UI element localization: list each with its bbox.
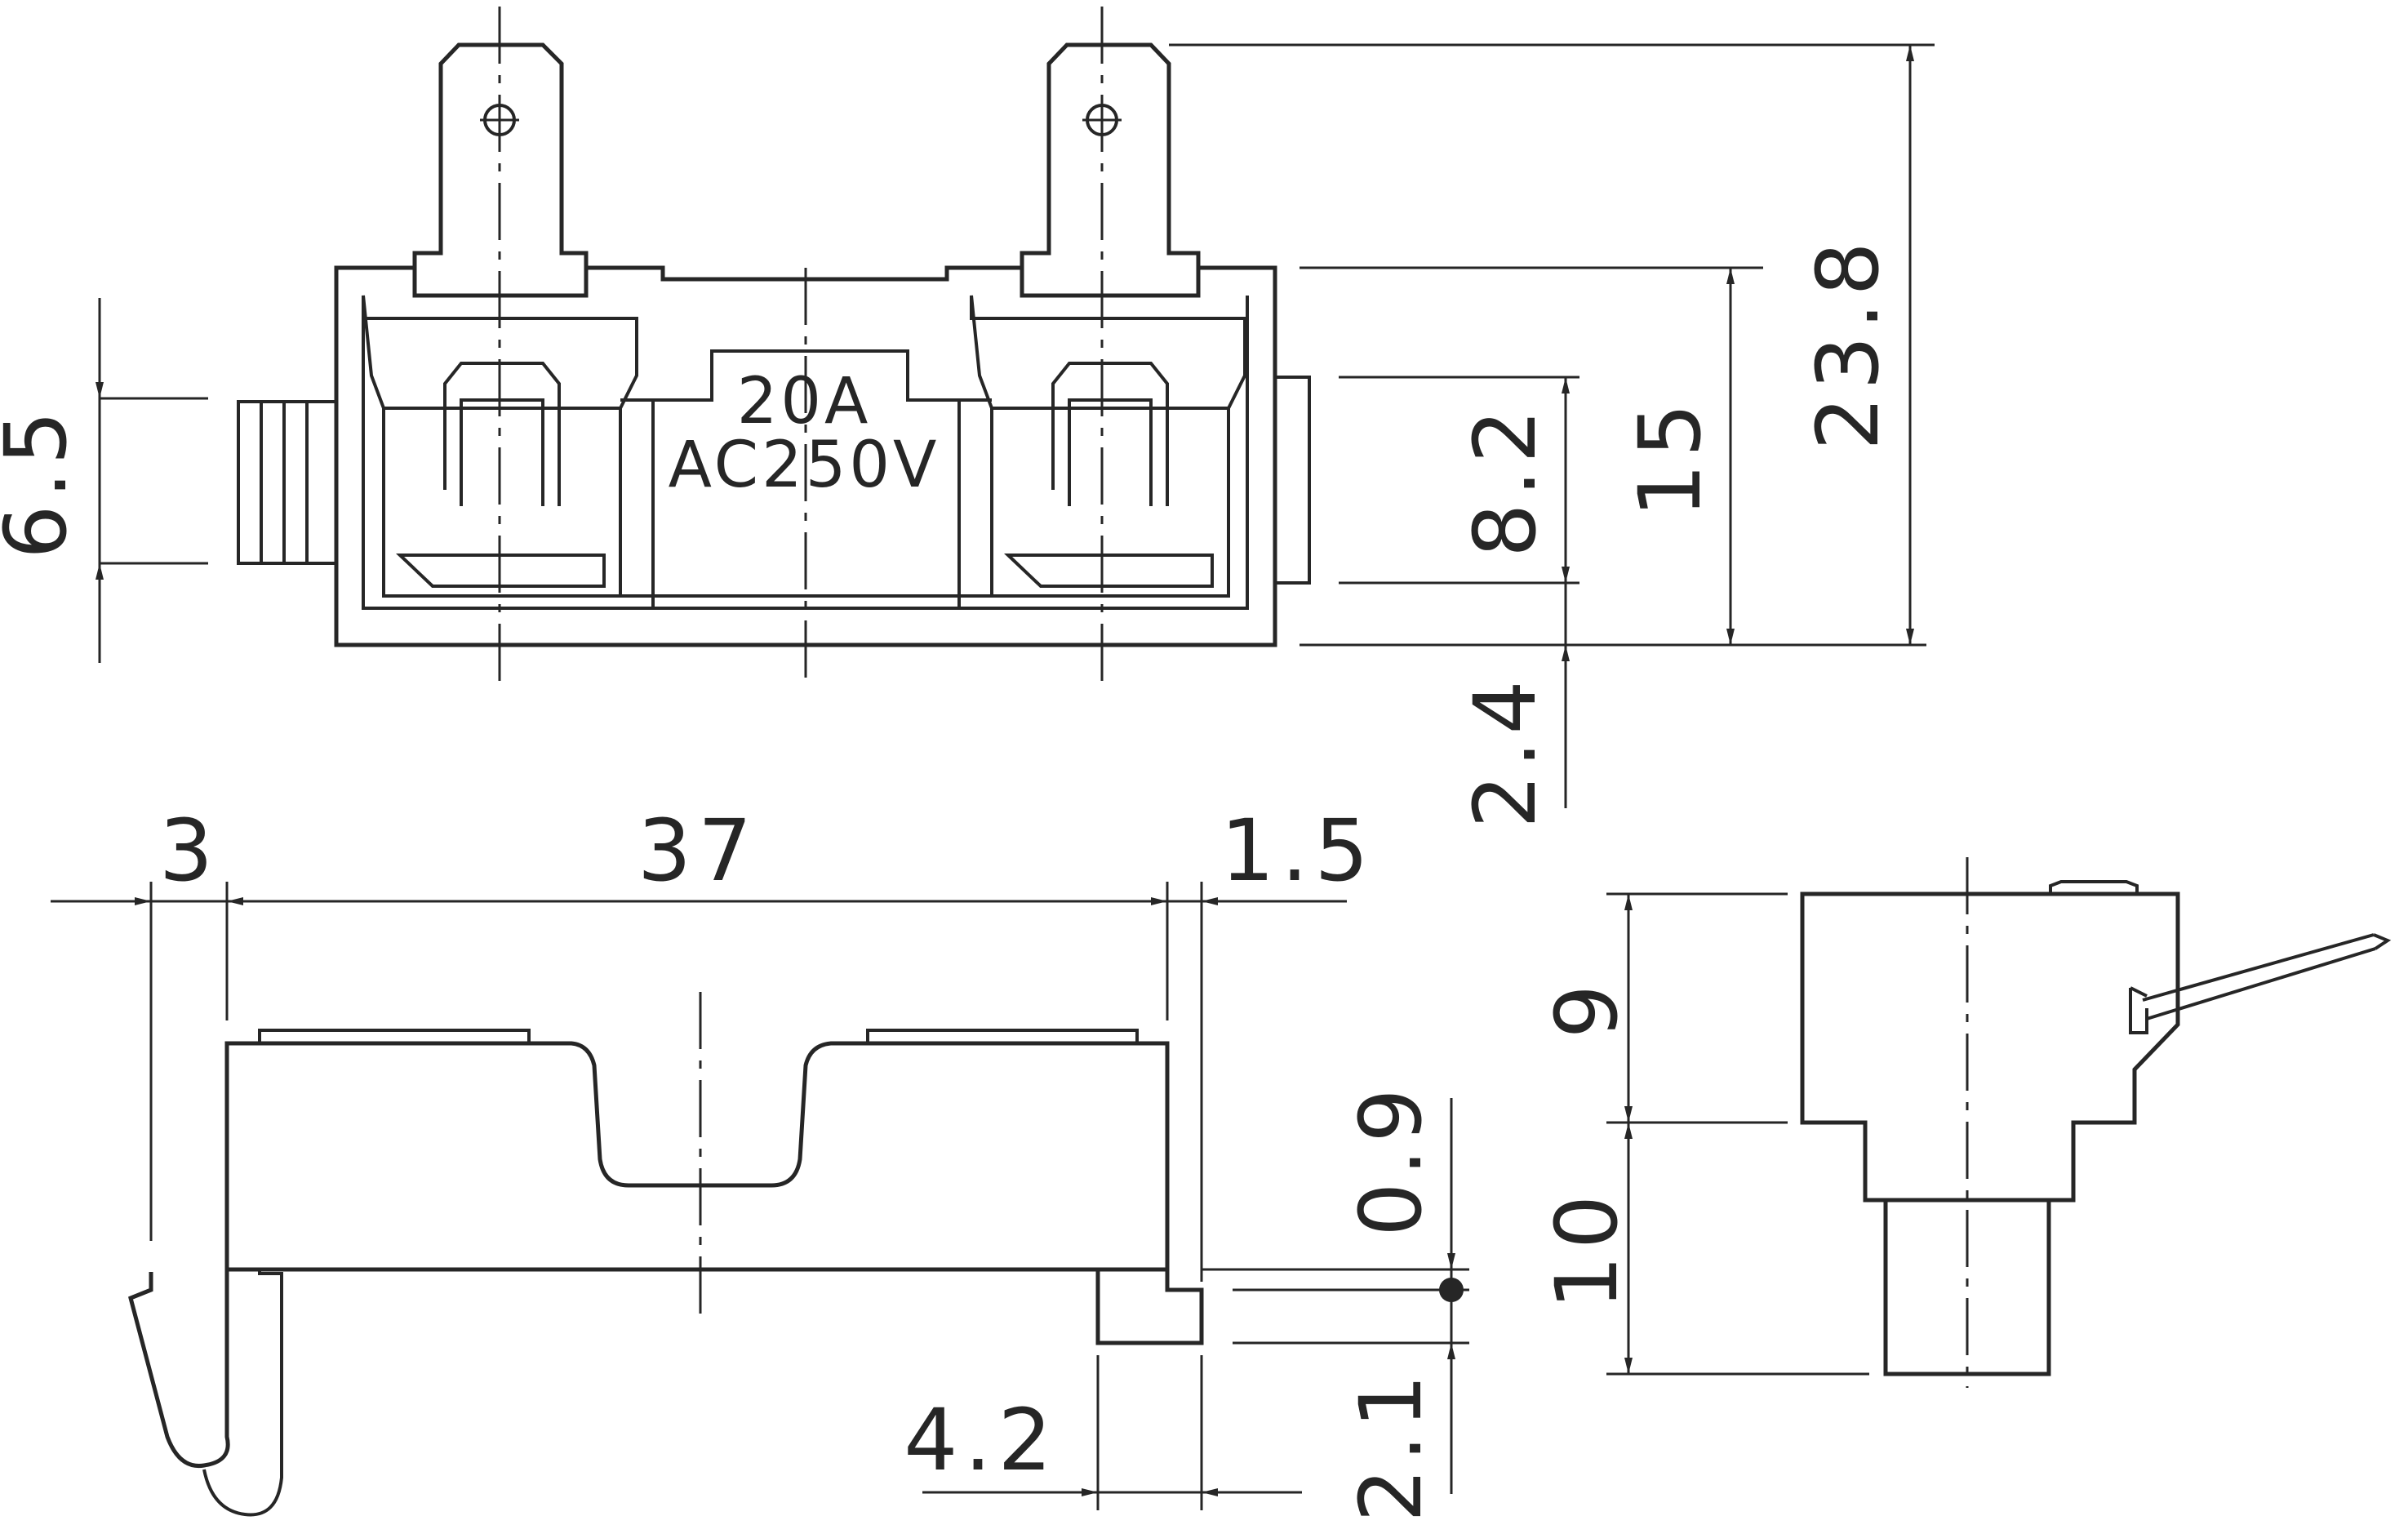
dim-body-height: 15 [1620, 397, 1720, 518]
rating-voltage-label: AC250V [669, 429, 940, 502]
dim-bottom-offset: 2.4 [1455, 674, 1555, 828]
dim-foot-width: 4.2 [904, 1390, 1058, 1490]
dim-body-length: 37 [638, 801, 758, 900]
dim-right-offset: 1.5 [1220, 801, 1375, 900]
end-view: 9 10 [1537, 857, 2392, 1388]
dim-left-offset: 3 [159, 801, 220, 900]
side-view: 3 37 1.5 0.9 2.1 4.2 [51, 801, 1469, 1523]
front-view: 20A AC250V 6.5 8.2 2.4 15 23.8 [0, 7, 1935, 829]
dim-overall-height: 23.8 [1798, 235, 1898, 451]
dim-tab-height: 0.9 [1341, 1082, 1441, 1236]
rating-current-label: 20A [737, 365, 872, 438]
dim-socket-height: 8.2 [1455, 402, 1555, 557]
dim-upper-height: 9 [1537, 978, 1637, 1038]
dim-foot-height: 2.1 [1341, 1367, 1441, 1522]
dim-left-height: 6.5 [0, 404, 86, 558]
dim-lower-height: 10 [1537, 1189, 1637, 1309]
